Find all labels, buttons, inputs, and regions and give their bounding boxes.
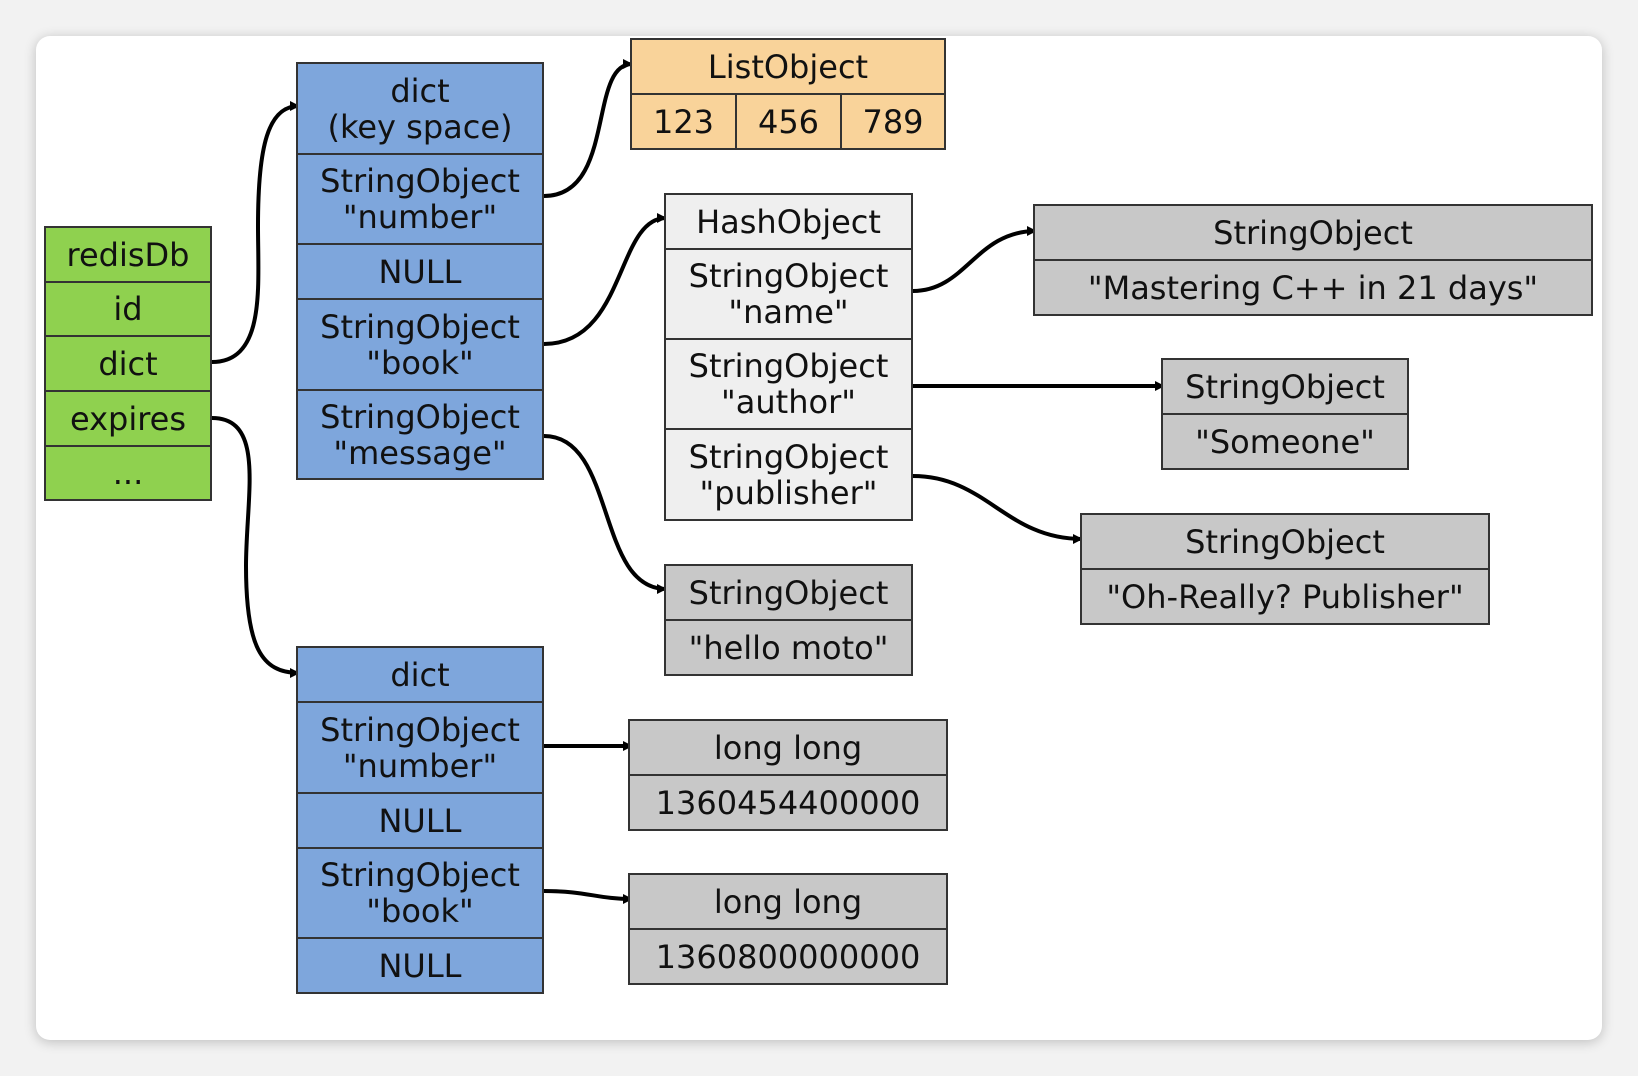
long-long-title: long long: [630, 721, 946, 776]
long-long-value: 1360454400000: [655, 783, 921, 822]
redisdb-struct: redisDb id dict expires ...: [44, 226, 212, 501]
redisdb-field-expires: expires: [46, 392, 210, 447]
keyspace-null: NULL: [298, 245, 542, 300]
string-object-value: "Oh-Really? Publisher": [1106, 577, 1464, 616]
string-object-name: StringObject "Mastering C++ in 21 days": [1033, 204, 1593, 316]
redisdb-field-dict: dict: [46, 337, 210, 392]
keyspace-dict: dict (key space) StringObject "number" N…: [296, 62, 544, 480]
arrow-expire-book-to-longlong: [543, 889, 633, 904]
list-object: ListObject 123 456 789: [630, 38, 946, 150]
string-object-value: "Mastering C++ in 21 days": [1087, 268, 1539, 307]
long-long-value: 1360800000000: [655, 937, 921, 976]
string-object-author: StringObject "Someone": [1161, 358, 1409, 470]
arrows-layer: [211, 59, 1165, 904]
string-object-title: StringObject: [1035, 206, 1591, 261]
list-value: 123: [632, 95, 737, 148]
keyspace-key-message: StringObject "message": [320, 397, 520, 472]
expire-value-book: long long 1360800000000: [628, 873, 948, 985]
long-long-title: long long: [630, 875, 946, 930]
expires-dict-header: dict: [298, 648, 542, 703]
hash-field-author: StringObject "author": [666, 340, 911, 430]
expires-key-book: StringObject "book": [298, 849, 542, 939]
keyspace-key-book: StringObject "book": [298, 300, 542, 391]
redisdb-field-id: id: [46, 283, 210, 337]
string-object-title: StringObject: [1163, 360, 1407, 415]
hash-field-publisher: StringObject "publisher": [688, 437, 889, 512]
expires-null-1: NULL: [298, 794, 542, 849]
list-value: 789: [862, 102, 924, 141]
keyspace-header: dict (key space): [298, 64, 542, 155]
string-object-title: StringObject: [666, 566, 911, 621]
arrow-name-to-string: [912, 226, 1037, 293]
string-object-publisher: StringObject "Oh-Really? Publisher": [1080, 513, 1490, 625]
redisdb-title: redisDb: [46, 228, 210, 283]
redisdb-field-ellipsis: ...: [112, 454, 144, 492]
arrow-message-to-string: [543, 434, 667, 594]
arrow-publisher-to-string: [912, 474, 1083, 544]
hash-field-name: StringObject "name": [666, 250, 911, 340]
hash-object-title: HashObject: [666, 195, 911, 250]
arrow-expires-to-expires-dict: [211, 416, 300, 678]
string-object-value: "hello moto": [688, 628, 889, 667]
arrow-dict-to-keyspace: [211, 101, 300, 364]
string-object-title: StringObject: [1082, 515, 1488, 570]
list-object-values: 123 456 789: [632, 95, 944, 148]
list-object-title: ListObject: [632, 40, 944, 95]
hash-object: HashObject StringObject "name" StringObj…: [664, 193, 913, 521]
list-value: 456: [737, 95, 842, 148]
expires-null-2: NULL: [378, 946, 462, 985]
arrow-number-to-listobject: [543, 59, 633, 198]
expire-value-number: long long 1360454400000: [628, 719, 948, 831]
expires-key-number: StringObject "number": [298, 703, 542, 794]
expires-dict: dict StringObject "number" NULL StringOb…: [296, 646, 544, 994]
string-object-message: StringObject "hello moto": [664, 564, 913, 676]
keyspace-key-number: StringObject "number": [298, 155, 542, 245]
arrow-book-to-hashobject: [543, 213, 667, 346]
diagram-canvas: redisDb id dict expires ... dict (key sp…: [36, 36, 1602, 1040]
string-object-value: "Someone": [1195, 422, 1375, 461]
